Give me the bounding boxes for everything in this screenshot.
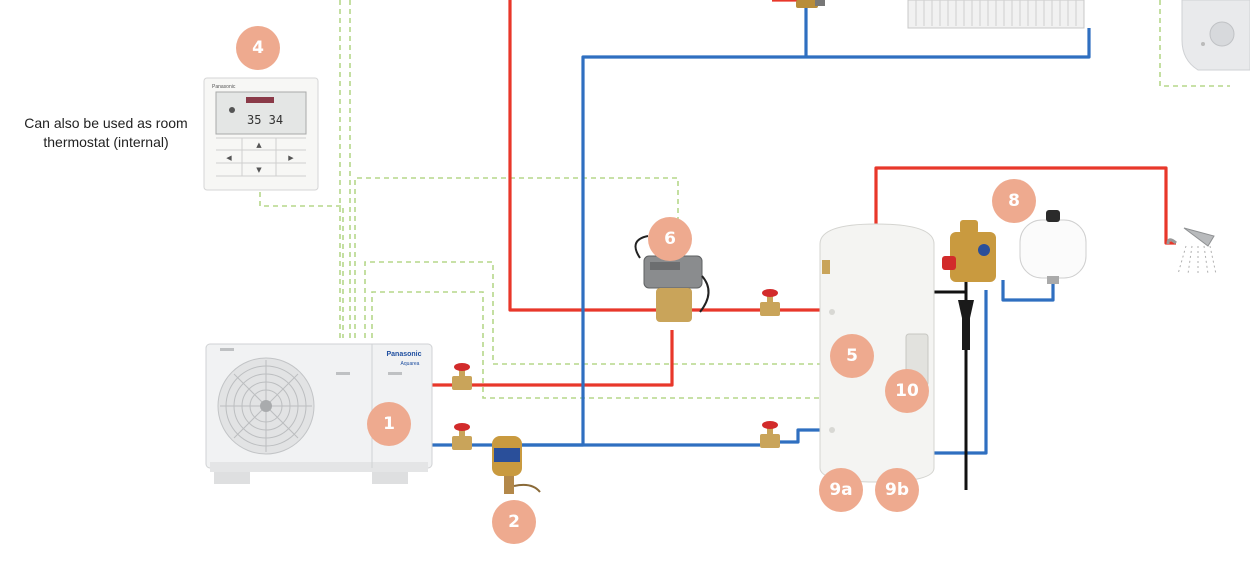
controller-brand: Panasonic <box>212 84 236 90</box>
callout-4: 4 <box>236 26 280 70</box>
callout-10: 10 <box>885 369 929 413</box>
magnetic-filter-icon <box>492 436 541 494</box>
heat-pump-sub-brand: Aquarea <box>401 361 420 367</box>
remote-controller-icon: Panasonic 35 34 ▲ ▼ ◀ ▶ <box>203 77 319 191</box>
svg-text:▼: ▼ <box>256 166 262 174</box>
controller-caption: Can also be used as room thermostat (int… <box>24 115 188 150</box>
heat-pump-brand: Panasonic <box>386 351 421 358</box>
callout-9a: 9a <box>819 468 863 512</box>
callout-9b: 9b <box>875 468 919 512</box>
callout-5: 5 <box>830 334 874 378</box>
isolation-valve-icon <box>452 363 472 390</box>
radiator-valve-top <box>796 0 825 8</box>
safety-valve-group-icon <box>942 220 996 350</box>
callout-8: 8 <box>992 179 1036 223</box>
room-thermostat-icon <box>1181 0 1250 71</box>
shower-head-icon <box>1166 227 1217 275</box>
callout-6: 6 <box>648 217 692 261</box>
callout-1: 1 <box>367 402 411 446</box>
isolation-valve-icon <box>760 421 780 448</box>
control-wiring <box>259 0 1230 399</box>
svg-text:▶: ▶ <box>288 154 294 162</box>
controller-display-value: 35 34 <box>247 113 283 127</box>
isolation-valve-icon <box>760 289 780 316</box>
radiator-icon <box>907 0 1085 29</box>
svg-text:▲: ▲ <box>256 141 262 149</box>
three-port-valve-icon <box>634 235 710 322</box>
cold-return-pipes <box>428 0 1091 455</box>
callout-2: 2 <box>492 500 536 544</box>
svg-text:◀: ◀ <box>226 154 232 162</box>
expansion-vessel-icon <box>1019 210 1087 284</box>
isolation-valve-icon <box>452 423 472 450</box>
